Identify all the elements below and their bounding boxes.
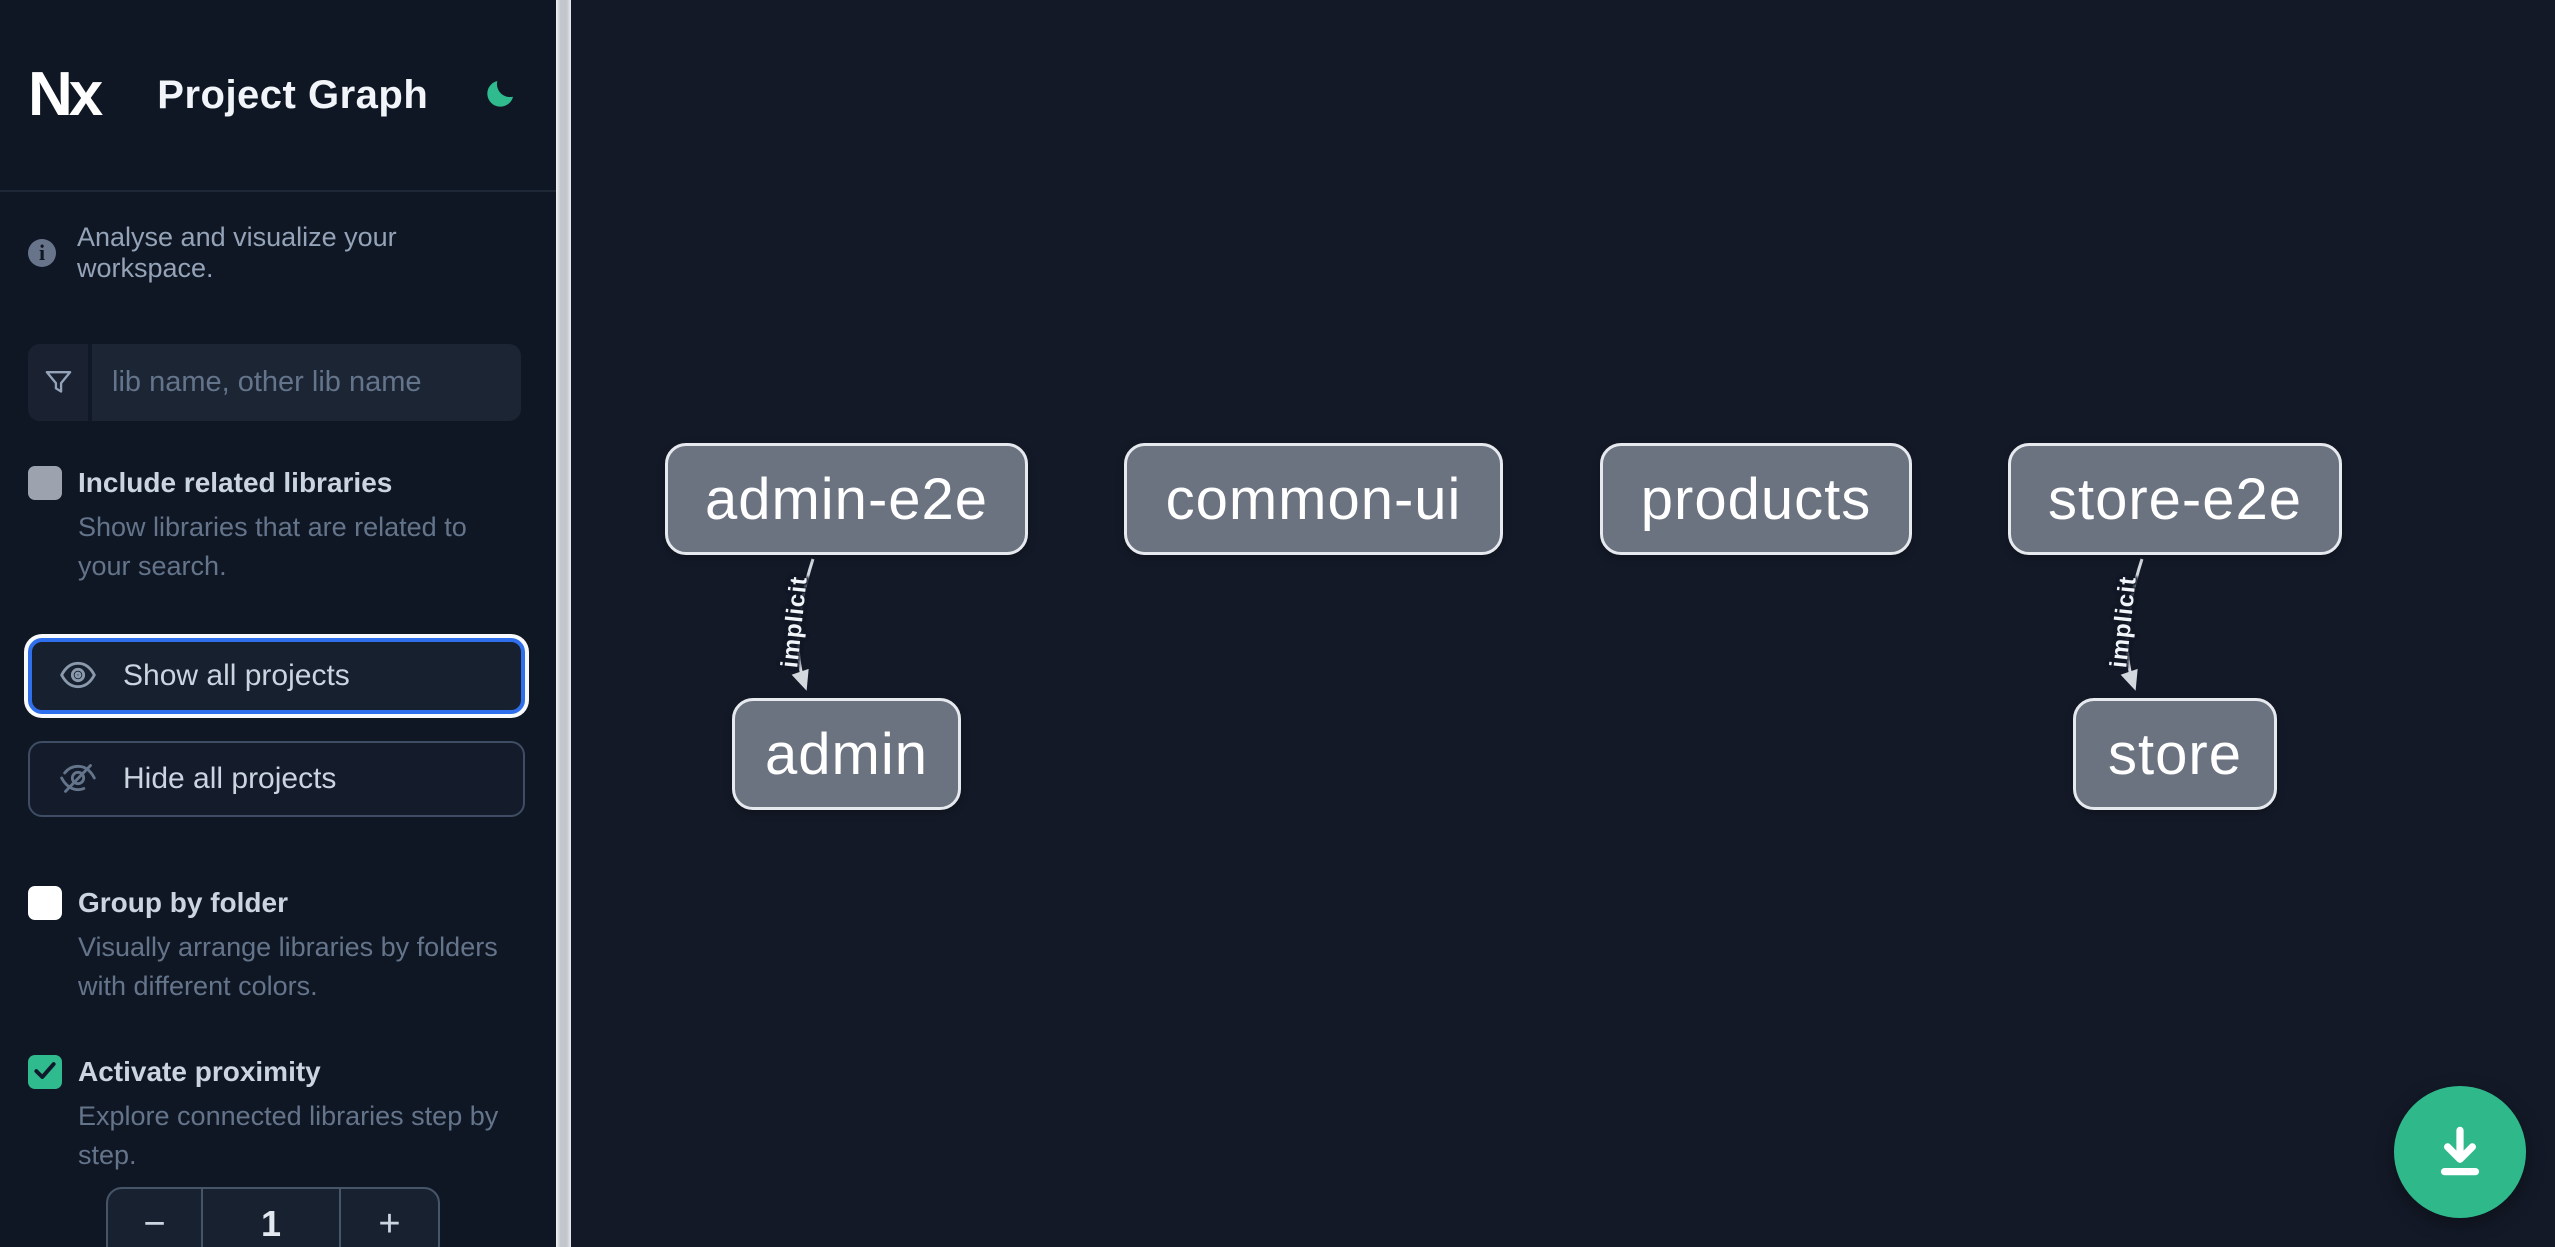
eye-icon (58, 655, 98, 698)
include-related-label: Include related libraries (78, 467, 393, 498)
sidebar-header: Nx Project Graph (0, 0, 557, 192)
option-activate-proximity: Activate proximity Explore connected lib… (28, 1052, 525, 1175)
include-related-description: Show libraries that are related to your … (78, 512, 467, 581)
group-by-folder-label: Group by folder (78, 887, 288, 918)
show-all-projects-button[interactable]: Show all projects (28, 638, 525, 714)
funnel-icon (28, 344, 92, 421)
filter-search-box (28, 344, 521, 421)
activate-proximity-description: Explore connected libraries step by step… (78, 1101, 499, 1170)
info-icon: i (28, 239, 56, 267)
search-input[interactable] (92, 344, 521, 421)
download-graph-button[interactable] (2394, 1086, 2526, 1218)
hide-all-projects-button[interactable]: Hide all projects (28, 741, 525, 817)
page-title: Project Graph (157, 72, 429, 117)
node-store-e2e[interactable]: store-e2e (2008, 443, 2342, 555)
node-store[interactable]: store (2073, 698, 2277, 810)
node-admin[interactable]: admin (732, 698, 961, 810)
sidebar: Nx Project Graph i Analyse and visualize… (0, 0, 557, 1247)
include-related-checkbox[interactable] (28, 466, 62, 500)
edge-label-implicit-admin: implicit (776, 574, 813, 670)
option-include-related: Include related libraries Show libraries… (28, 463, 525, 586)
show-all-projects-label: Show all projects (123, 659, 350, 692)
eye-off-icon (58, 758, 98, 801)
checkmark-icon (32, 1057, 58, 1088)
hide-all-projects-label: Hide all projects (123, 762, 337, 795)
node-admin-e2e[interactable]: admin-e2e (665, 443, 1028, 555)
node-common-ui[interactable]: common-ui (1124, 443, 1503, 555)
download-icon (2427, 1118, 2493, 1187)
edge-label-implicit-store: implicit (2105, 574, 2142, 670)
activate-proximity-label: Activate proximity (78, 1056, 321, 1087)
workspace-info-text: Analyse and visualize your workspace. (77, 222, 397, 283)
theme-toggle-button[interactable] (483, 77, 517, 114)
workspace-info: i Analyse and visualize your workspace. (28, 222, 525, 284)
graph-canvas[interactable]: implicit implicit admin-e2e common-ui pr… (571, 0, 2555, 1247)
proximity-depth-stepper: − 1 + (106, 1187, 440, 1247)
stepper-value: 1 (203, 1189, 341, 1247)
stepper-decrement-button[interactable]: − (108, 1189, 203, 1247)
dependency-edges (791, 558, 2144, 691)
moon-icon (483, 77, 517, 114)
group-by-folder-description: Visually arrange libraries by folders wi… (78, 932, 498, 1001)
node-products[interactable]: products (1600, 443, 1912, 555)
sidebar-resizer[interactable] (556, 0, 571, 1247)
stepper-increment-button[interactable]: + (341, 1189, 438, 1247)
nx-logo: Nx (28, 60, 103, 129)
option-group-by-folder: Group by folder Visually arrange librari… (28, 883, 525, 1006)
activate-proximity-checkbox[interactable] (28, 1055, 62, 1089)
group-by-folder-checkbox[interactable] (28, 886, 62, 920)
